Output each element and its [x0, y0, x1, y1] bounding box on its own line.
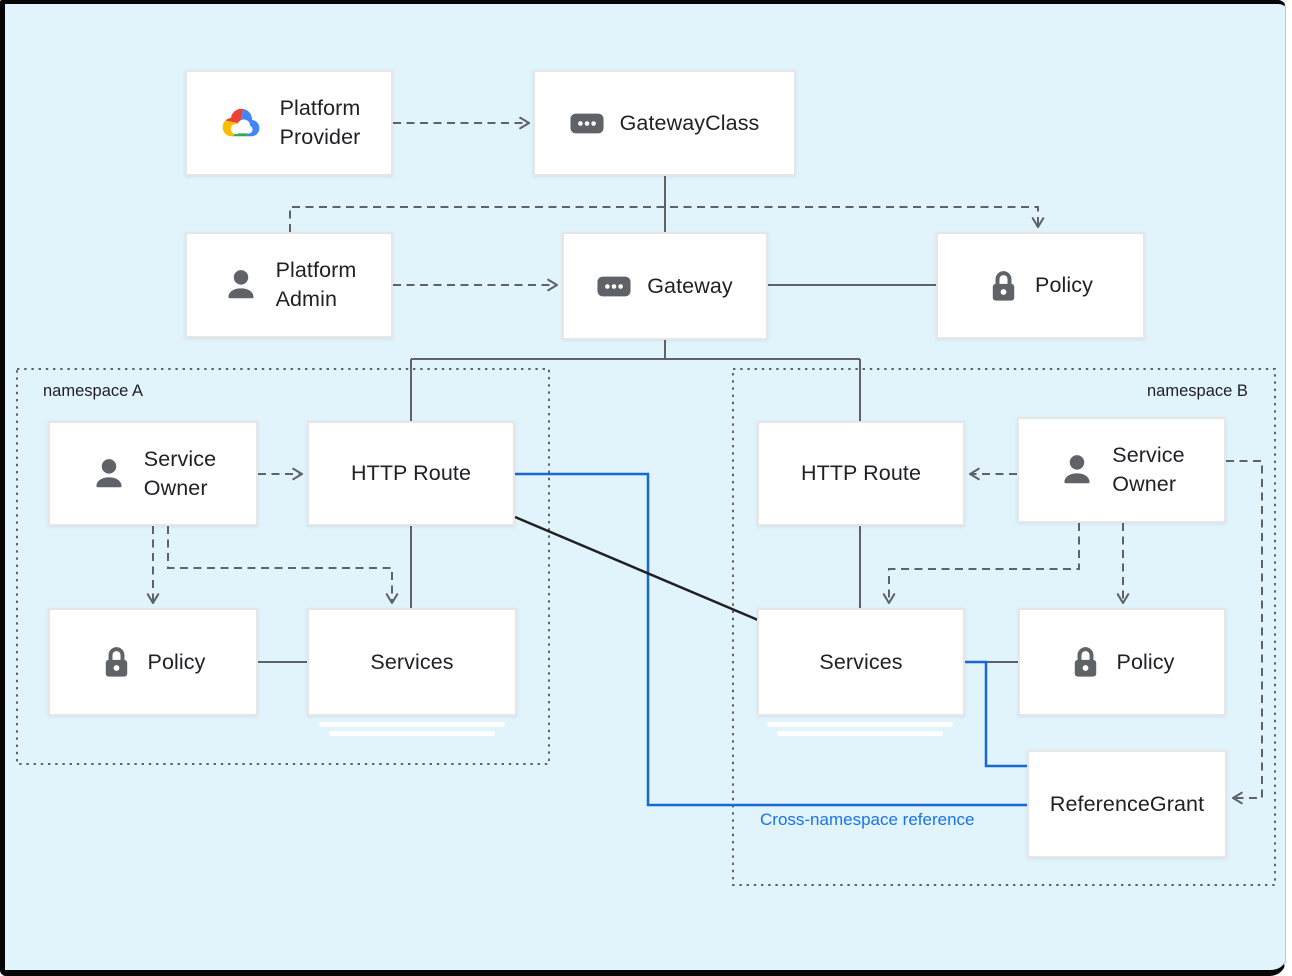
node-label: Policy — [1116, 649, 1175, 674]
node-platform-admin: Platform Admin — [185, 232, 393, 338]
node-label: Service Owner — [1112, 443, 1185, 496]
google-cloud-icon — [218, 105, 264, 142]
namespace-a-label: namespace A — [43, 382, 143, 400]
edge-serviceowner-a-to-services-a — [167, 526, 399, 605]
node-services-a: Services — [307, 608, 517, 716]
namespace-b-border — [732, 368, 1276, 886]
node-label: HTTP Route — [350, 461, 472, 486]
lock-icon — [988, 268, 1019, 304]
node-label: Services — [819, 649, 903, 674]
node-http-route-a: HTTP Route — [307, 421, 515, 526]
lock-icon — [1070, 644, 1101, 680]
lock-icon — [101, 644, 132, 680]
node-label: Services — [370, 649, 454, 674]
edge-httproute-a-to-referencegrant-blue — [515, 472, 1027, 807]
connector-lines-layer — [16, 116, 1276, 886]
node-reference-grant: ReferenceGrant — [1027, 750, 1227, 858]
person-icon — [222, 266, 260, 304]
api-resource-icon — [597, 276, 631, 297]
services-b-stack-line — [767, 722, 953, 727]
namespace-b-label: namespace B — [1147, 382, 1248, 400]
node-label: ReferenceGrant — [1049, 791, 1205, 816]
edge-platformadmin-to-policy — [289, 206, 1045, 232]
node-label: Service Owner — [143, 446, 217, 500]
cross-namespace-reference-label: Cross-namespace reference — [760, 810, 975, 829]
edge-serviceowner-b-to-referencegrant — [1226, 460, 1263, 805]
node-service-owner-b: Service Owner — [1017, 417, 1226, 523]
services-a-stack-line — [329, 731, 495, 736]
node-policy-top: Policy — [936, 232, 1145, 339]
edge-httproute-a-to-services-b-black — [514, 515, 759, 622]
edge-gateway-to-httproutes — [410, 340, 861, 421]
node-policy-a: Policy — [48, 608, 258, 716]
person-icon — [1058, 451, 1096, 489]
node-label: Platform Provider — [279, 96, 361, 149]
node-label: HTTP Route — [800, 461, 922, 486]
api-resource-icon — [570, 113, 604, 134]
node-label: GatewayClass — [619, 110, 760, 135]
node-http-route-b: HTTP Route — [757, 421, 965, 526]
node-gateway: Gateway — [562, 232, 768, 340]
services-b-stack-line — [777, 731, 943, 736]
namespace-a-border — [16, 368, 550, 765]
node-label: Gateway — [647, 273, 733, 298]
edge-services-b-to-referencegrant-blue — [965, 660, 1027, 768]
edge-serviceowner-b-to-services-b — [882, 523, 1080, 605]
node-gatewayclass: GatewayClass — [533, 70, 796, 176]
node-policy-b: Policy — [1018, 608, 1226, 716]
person-icon — [90, 455, 128, 493]
node-label: Policy — [1035, 273, 1093, 298]
services-a-stack-line — [319, 722, 505, 727]
node-label: Platform Admin — [275, 258, 357, 311]
node-platform-provider: Platform Provider — [185, 70, 393, 176]
node-service-owner-a: Service Owner — [48, 421, 258, 526]
node-services-b: Services — [757, 608, 965, 716]
node-label: Policy — [147, 649, 206, 674]
